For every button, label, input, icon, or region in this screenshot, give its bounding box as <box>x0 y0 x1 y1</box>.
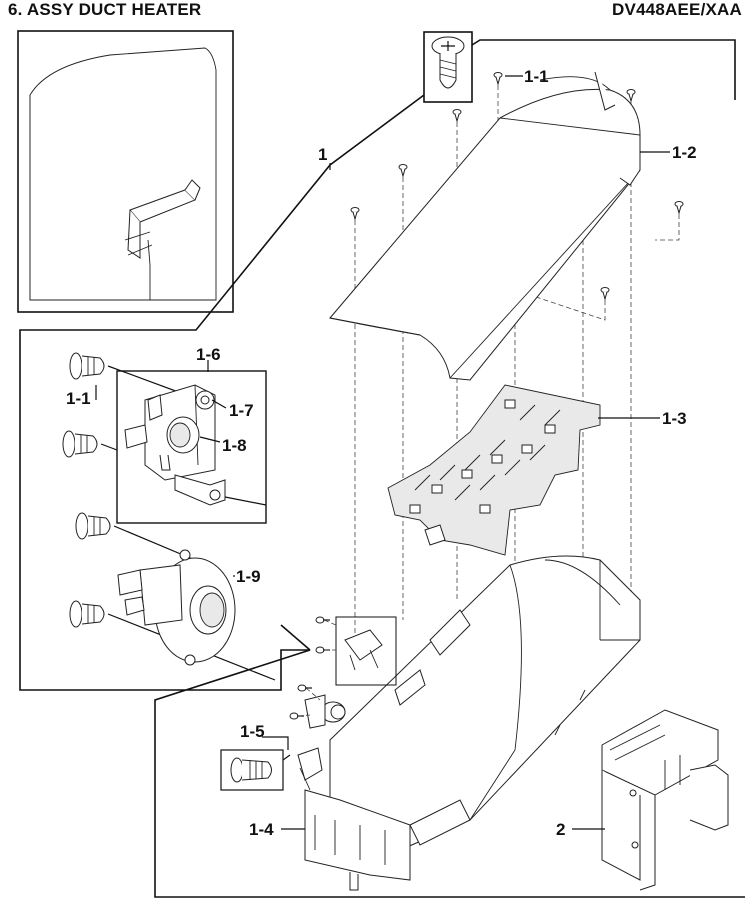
label-1-1-top: 1-1 <box>524 67 549 86</box>
label-1-7: 1-7 <box>229 401 254 420</box>
heater-plate-1-3 <box>387 384 601 556</box>
leader-lines <box>95 75 670 830</box>
part-labels: 1 1-1 1-2 1-3 1-1 1-6 1-7 1-8 1-9 1-5 1-… <box>66 67 697 839</box>
label-1-8: 1-8 <box>222 436 247 455</box>
heater-housing-1-4 <box>329 555 641 851</box>
label-1-5: 1-5 <box>240 722 265 741</box>
model-number: DV448AEE/XAA <box>612 0 742 19</box>
label-1-4: 1-4 <box>249 820 274 839</box>
bracket-2 <box>601 709 729 891</box>
label-1-2: 1-2 <box>672 143 697 162</box>
assy-boundary <box>19 94 745 898</box>
diagram-title: 6. ASSY DUCT HEATER <box>8 0 202 19</box>
label-1-6: 1-6 <box>196 345 221 364</box>
location-inset <box>17 30 234 313</box>
ground-screw-callout-1-5 <box>220 747 323 791</box>
screws-1-1 <box>350 72 684 301</box>
label-1-3: 1-3 <box>662 409 687 428</box>
screws-side <box>289 616 337 720</box>
label-1-1-left: 1-1 <box>66 389 91 408</box>
label-2: 2 <box>556 820 565 839</box>
duct-cover-1-2 <box>329 71 641 381</box>
label-1-9: 1-9 <box>236 567 261 586</box>
assy-boundary-top <box>471 39 736 100</box>
thermostat-detail-panel <box>62 352 276 681</box>
screw-callout-top <box>423 31 473 103</box>
base-plate <box>304 789 471 891</box>
thermostat-mount-area <box>304 616 397 729</box>
label-1: 1 <box>318 145 327 164</box>
